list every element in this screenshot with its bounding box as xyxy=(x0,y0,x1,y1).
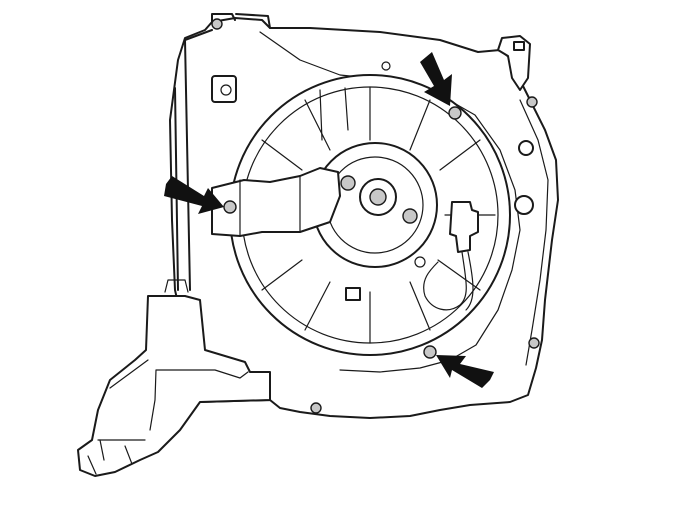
arrow-right-icon xyxy=(164,176,224,214)
fastener-left-tab xyxy=(223,200,237,214)
fastener-lower-right xyxy=(528,337,540,349)
fastener-bottom-right xyxy=(423,345,437,359)
connector-wire xyxy=(423,251,467,311)
fastener-bottom xyxy=(310,402,322,414)
motor-connector xyxy=(449,201,479,253)
inlet-duct-flange xyxy=(164,279,189,293)
right-side-boss xyxy=(518,140,534,156)
right-side-hole xyxy=(514,195,534,215)
housing-top-lip xyxy=(211,13,271,29)
fastener-hub-upper xyxy=(340,175,356,191)
left-panel-clip-hole xyxy=(220,84,232,96)
motor-shaft xyxy=(369,188,387,206)
inlet-duct xyxy=(77,295,271,477)
inlet-duct-lip xyxy=(87,439,133,475)
fastener-top-right xyxy=(448,106,462,120)
hub-lower-clip xyxy=(414,256,426,268)
left-panel-clip xyxy=(211,75,237,103)
inlet-duct-edge xyxy=(97,359,249,441)
top-lip-hole xyxy=(381,61,391,71)
arrow-down-right-icon xyxy=(420,52,452,106)
bracket-slot xyxy=(513,41,525,51)
connector-wire-2 xyxy=(465,251,474,311)
fastener-corner-right xyxy=(526,96,538,108)
hub-lower-tab xyxy=(345,287,361,301)
fastener-hub-lower xyxy=(402,208,418,224)
fastener-top-left xyxy=(211,18,223,30)
arrow-left-icon xyxy=(436,355,494,388)
volute-outer-contour xyxy=(519,99,549,366)
